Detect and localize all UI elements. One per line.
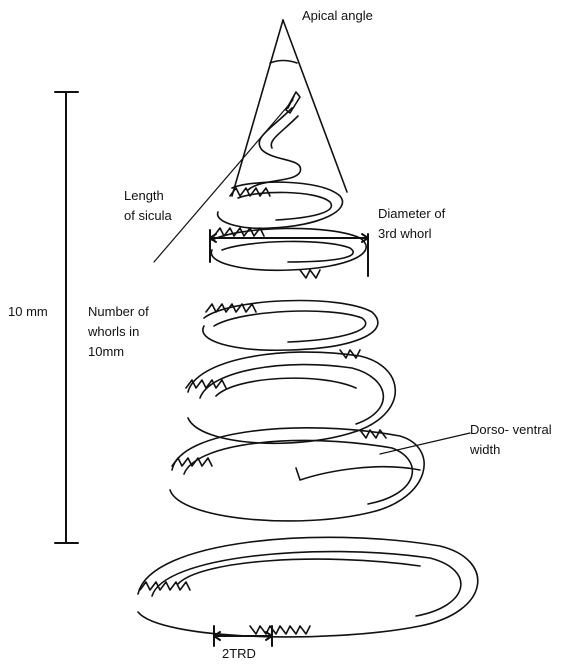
- label-apical-angle: Apical angle: [302, 6, 373, 26]
- dorso-ventral-leader: [380, 433, 470, 454]
- label-diameter-of-3rd-whorl: Diameter of 3rd whorl: [378, 204, 445, 244]
- label-length-of-sicula: Length of sicula: [124, 186, 172, 226]
- spiral-stipe: [138, 108, 478, 637]
- scale-bar-10mm: [55, 92, 78, 543]
- diameter-measure: [210, 230, 368, 276]
- 2trd-measure: [214, 626, 272, 646]
- label-scale-10mm: 10 mm: [8, 302, 48, 322]
- label-number-of-whorls: Number of whorls in 10mm: [88, 302, 149, 362]
- sicula: [286, 92, 300, 113]
- label-2trd: 2TRD: [222, 646, 256, 662]
- label-dorso-ventral-width: Dorso- ventral width: [470, 420, 552, 460]
- apical-angle-cone: [232, 20, 347, 196]
